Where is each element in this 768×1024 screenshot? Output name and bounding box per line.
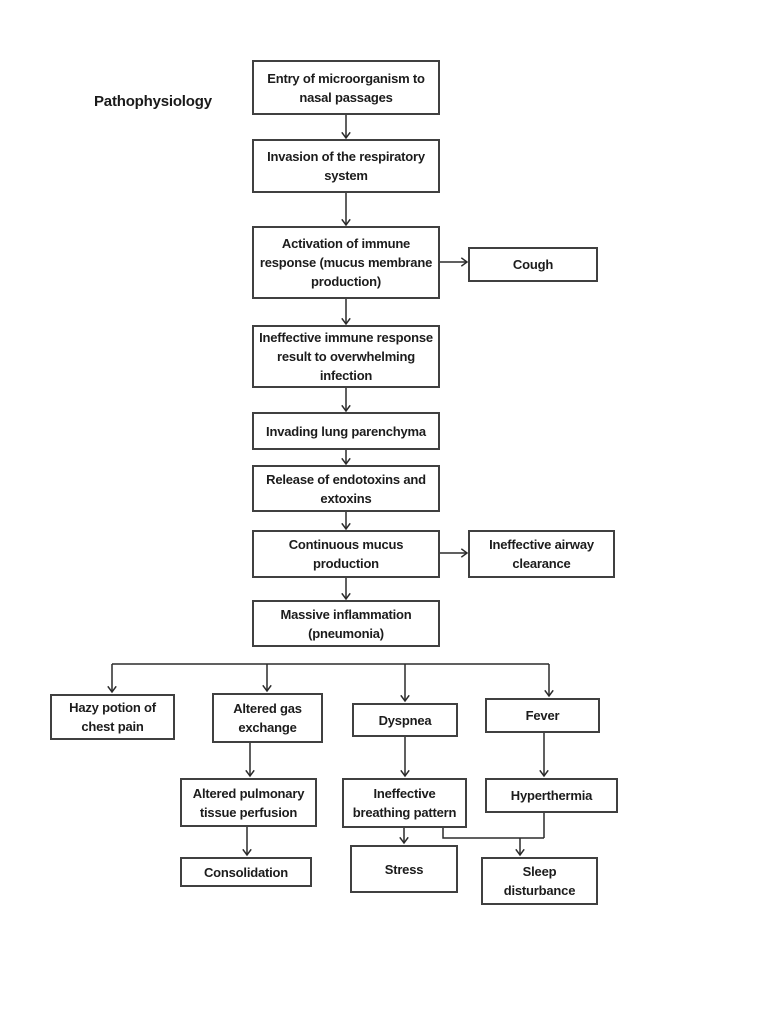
flow-node-label: Fever	[525, 708, 560, 723]
flow-node-dyspnea: Dyspnea	[352, 703, 458, 737]
flow-node-label: tissue perfusion	[199, 804, 298, 820]
flow-node-release-endotoxins: Release of endotoxins and extoxins	[252, 465, 440, 512]
flow-node-label: Consolidation	[203, 864, 289, 880]
flow-node-label: result to overwhelming	[277, 349, 415, 364]
flow-node-massive-inflammation: Massive inflammation (pneumonia)	[252, 600, 440, 647]
flow-node-label: clearance	[512, 556, 571, 571]
page-title: Pathophysiology	[94, 93, 212, 110]
flow-node-consolidation: Consolidation	[180, 857, 312, 887]
flow-node-label: exchange	[238, 720, 297, 735]
flow-node-stress: Stress	[350, 845, 458, 893]
flow-node-label: Altered gas	[233, 701, 302, 716]
flow-node-label: Ineffective airway	[489, 537, 594, 552]
flow-node-fever: Fever	[485, 698, 600, 733]
flow-node-label: Continuous mucus	[288, 537, 404, 552]
flow-node-label: Invasion of the respiratory	[267, 149, 425, 164]
flow-node-label: extoxins	[320, 490, 372, 506]
flow-node-breathing-pattern: Ineffective breathing pattern	[342, 778, 467, 828]
flow-node-label: response (mucus membrane	[259, 255, 433, 270]
flow-node-label: nasal passages	[299, 89, 393, 105]
flow-node-label: Ineffective	[373, 786, 436, 801]
flow-node-ineffective-immune: Ineffective immune response result to ove…	[252, 325, 440, 388]
flow-node-label: Cough	[512, 257, 554, 272]
flow-node-label: disturbance	[503, 883, 576, 898]
flow-node-label: production)	[310, 274, 381, 289]
flow-node-label: Activation of immune	[281, 236, 411, 251]
flow-node-altered-gas: Altered gas exchange	[212, 693, 323, 743]
flow-node-label: Hyperthermia	[510, 788, 593, 803]
flow-node-label: Massive inflammation	[280, 606, 412, 622]
flow-node-label: Altered pulmonary	[192, 785, 305, 801]
flow-node-label: (pneumonia)	[308, 625, 384, 641]
connector-line	[442, 828, 544, 839]
flow-node-invasion: Invasion of the respiratory system	[252, 139, 440, 193]
flow-node-invading-lung: Invading lung parenchyma	[252, 412, 440, 450]
flow-node-label: Invading lung parenchyma	[266, 423, 426, 439]
flow-node-hazy-potion: Hazy potion of chest pain	[50, 694, 175, 740]
flow-node-label: Hazy potion of	[69, 700, 156, 715]
flow-node-label: Release of endotoxins and	[266, 471, 426, 487]
flow-node-sleep-disturbance: Sleep disturbance	[481, 857, 598, 905]
flow-node-airway-clearance: Ineffective airway clearance	[468, 530, 615, 578]
flow-node-label: Dyspnea	[378, 712, 432, 728]
flow-node-label: Stress	[384, 861, 424, 877]
flow-node-entry: Entry of microorganism to nasal passages	[252, 60, 440, 115]
flow-node-label: breathing pattern	[352, 805, 457, 820]
flow-node-continuous-mucus: Continuous mucus production	[252, 530, 440, 578]
flow-node-label: infection	[319, 368, 373, 383]
flow-node-label: Sleep	[522, 864, 557, 879]
flow-node-label: Entry of microorganism to	[267, 70, 425, 86]
flow-node-label: system	[324, 168, 368, 183]
flow-node-activation: Activation of immune response (mucus memb…	[252, 226, 440, 299]
flow-node-label: chest pain	[81, 719, 144, 734]
flow-node-label: Ineffective immune response	[259, 330, 433, 345]
flow-node-cough: Cough	[468, 247, 598, 282]
flow-node-altered-pulmonary: Altered pulmonary tissue perfusion	[180, 778, 317, 827]
flow-node-hyperthermia: Hyperthermia	[485, 778, 618, 813]
flow-node-label: production	[313, 556, 379, 571]
